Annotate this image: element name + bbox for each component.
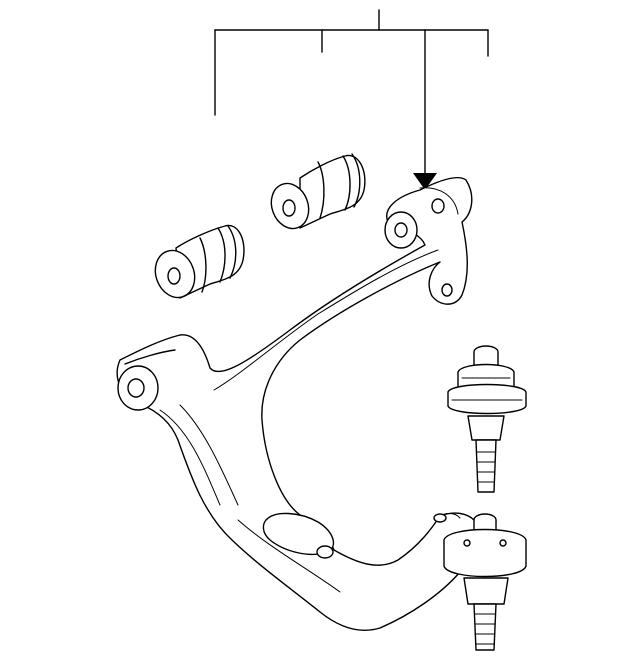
bushing-front (154, 224, 245, 299)
bushing-rear (270, 153, 366, 230)
ball-joint-upper (447, 345, 527, 493)
ball-joint-lower (443, 513, 527, 651)
callout-arrow-head (413, 173, 437, 190)
callout-bracket (214, 9, 489, 190)
upper-control-arm (116, 176, 478, 631)
